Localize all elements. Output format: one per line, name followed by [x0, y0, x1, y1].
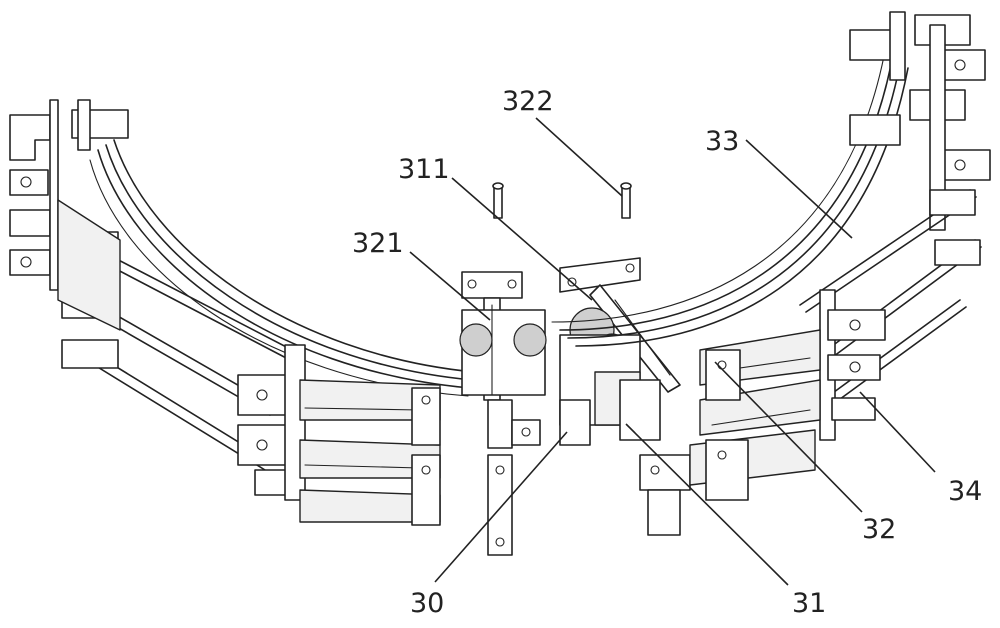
leader-322	[535, 117, 623, 197]
label-32: 32	[862, 514, 896, 545]
leader-33	[745, 139, 853, 239]
label-34: 34	[948, 476, 982, 507]
right-arc-assembly	[551, 11, 991, 501]
leader-321	[409, 251, 491, 321]
label-311: 311	[398, 154, 450, 185]
label-33: 33	[705, 126, 739, 157]
leader-lines	[409, 117, 936, 586]
leader-31	[625, 423, 789, 586]
label-31: 31	[792, 588, 826, 619]
left-gear-housing	[459, 271, 547, 556]
pins-322	[492, 182, 632, 219]
label-321: 321	[352, 228, 404, 259]
label-322: 322	[502, 86, 554, 117]
leader-30	[434, 431, 568, 583]
right-gear-housing	[559, 257, 691, 536]
leader-311	[451, 177, 593, 301]
leader-34	[859, 391, 936, 473]
leader-32	[714, 361, 863, 513]
left-arc-assembly	[9, 99, 475, 526]
label-30: 30	[410, 588, 444, 619]
